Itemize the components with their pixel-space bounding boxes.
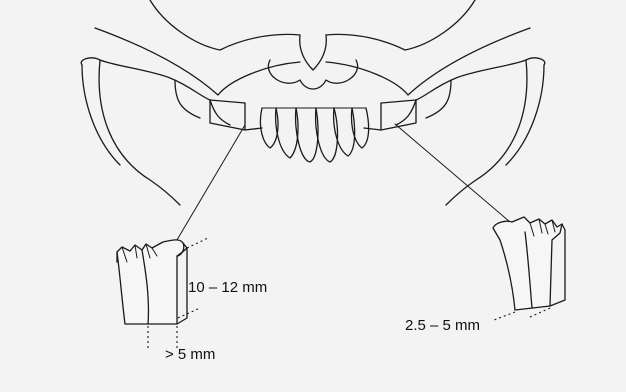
left-width-label: > 5 mm [165,347,215,362]
right-width-label: 2.5 – 5 mm [405,318,480,333]
right-leader-line [395,124,510,222]
left-height-label: 10 – 12 mm [188,280,267,295]
skull-outline [81,0,545,205]
right-bone-block [493,217,565,320]
left-leader-line [174,125,245,245]
teeth-row [260,108,368,162]
